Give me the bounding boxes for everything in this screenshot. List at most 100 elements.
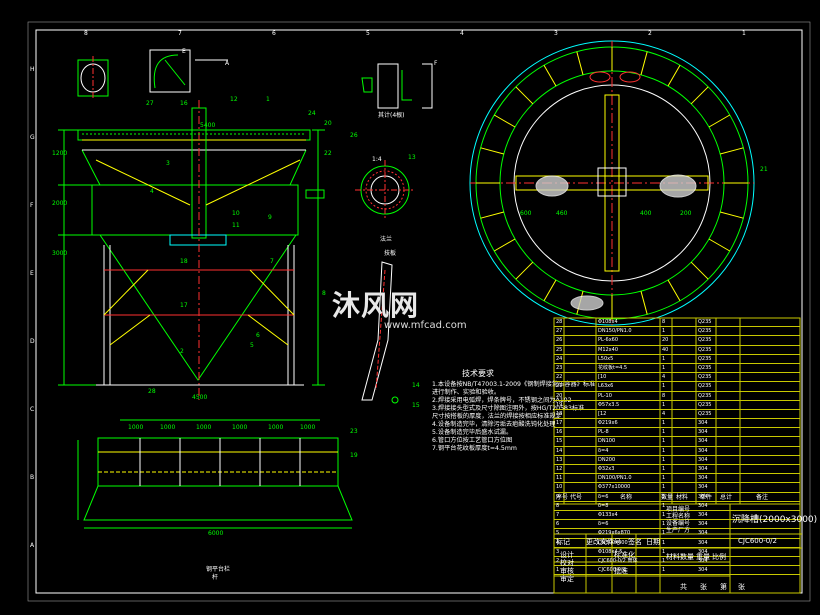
bom-cell: 15 xyxy=(556,438,563,445)
bom-cell: 1 xyxy=(556,567,560,574)
bom-cell: Φ219x6 xyxy=(598,420,618,427)
bom-cell: 27 xyxy=(556,328,563,335)
bom-cell: 1 xyxy=(662,475,666,482)
bom-cell: 304 xyxy=(698,429,708,436)
bom-cell: 6 xyxy=(556,521,560,528)
bom-cell: DN200 xyxy=(598,456,616,463)
role-cell: 审核 xyxy=(560,567,574,575)
dimension: 4500 xyxy=(192,394,208,401)
detail-scale: 1:4 xyxy=(372,156,382,163)
watermark-name: 沐风网 xyxy=(332,289,420,322)
part-number: 26 xyxy=(350,132,358,139)
sheet-cell: 第 xyxy=(720,583,727,591)
bom-cell: PL-10 xyxy=(598,392,612,399)
platform-view xyxy=(77,419,353,529)
bom-cell: M12x40 xyxy=(598,346,618,353)
bom-cell: 1 xyxy=(662,567,666,574)
technical-requirements: 技术要求 1.本设备按NB/T47003.1-2009《钢制焊接常压容器》标准 … xyxy=(432,370,595,453)
bom-cell: 1 xyxy=(662,364,666,371)
plan-view xyxy=(469,40,755,326)
bom-header-cell: 序号 xyxy=(556,494,569,501)
col-mark: 3 xyxy=(554,30,558,37)
bom-cell: 19 xyxy=(556,401,563,408)
row-mark: E xyxy=(30,270,34,277)
part-number: 8 xyxy=(322,290,326,297)
sheet-cell: 张 xyxy=(738,583,745,591)
rev-cell: 日期 xyxy=(646,538,660,546)
bom-cell: Q235 xyxy=(698,364,712,371)
dimension: 1000 xyxy=(300,424,316,431)
watermark: 沐风网 www.mfcad.com xyxy=(332,284,467,331)
bom-cell: PL-8 xyxy=(598,429,609,436)
bom-cell: 304 xyxy=(698,511,708,518)
radial-rib xyxy=(543,279,557,302)
row-mark: C xyxy=(30,406,35,413)
bom-cell: 21 xyxy=(556,383,563,390)
bom-cell: 1 xyxy=(662,466,666,472)
bom-cell: 304 xyxy=(698,447,708,454)
bom-cell: 12 xyxy=(556,466,563,472)
bom-cell: 8 xyxy=(662,392,666,399)
bom-cell: 304 xyxy=(698,438,708,445)
radial-rib xyxy=(667,64,681,87)
bom-cell: 8 xyxy=(662,319,666,325)
bom-cell: DN500x400 xyxy=(598,539,628,546)
detail-1-label: 技板 xyxy=(384,250,397,257)
bom-cell: δ=6 xyxy=(598,493,609,500)
dimension: 1000 xyxy=(128,424,144,431)
part-number: 17 xyxy=(180,302,188,309)
bom-cell: Q235 xyxy=(698,337,712,344)
section-label-f: F xyxy=(434,60,438,67)
dimension: 400 xyxy=(640,210,652,217)
dimension: 1000 xyxy=(268,424,284,431)
part-number: 9 xyxy=(268,214,272,221)
bom-cell: 24 xyxy=(556,355,563,362)
bom-header-cell: 备注 xyxy=(756,494,769,501)
std-cell: 批准 xyxy=(614,567,628,575)
bom-cell: 20 xyxy=(556,392,563,399)
weight-cell: 重量 xyxy=(696,553,710,561)
notes-heading: 技术要求 xyxy=(462,369,494,378)
col-mark: 7 xyxy=(178,30,182,37)
rev-cell: 标记 xyxy=(556,538,570,546)
detail-a-view xyxy=(77,49,228,100)
bom-cell: 23 xyxy=(556,364,563,371)
weight-cell: 数量 xyxy=(680,553,694,561)
bom-cell: 1 xyxy=(662,493,666,500)
bom-cell: 40 xyxy=(662,346,669,353)
bom-cell: Q235 xyxy=(698,401,712,408)
row-mark: B xyxy=(30,474,35,481)
angle-details xyxy=(361,63,433,109)
bom-cell: 1 xyxy=(662,438,666,445)
bom-cell: 1 xyxy=(662,328,666,335)
part-number: 22 xyxy=(324,150,332,157)
bom-cell: 20 xyxy=(662,337,669,344)
part-number: 7 xyxy=(270,258,274,265)
bom-cell: Q235 xyxy=(698,374,712,381)
row-mark: D xyxy=(30,338,35,345)
bom-header-cell: 总计 xyxy=(720,494,733,501)
bom-header-cell: 代号 xyxy=(570,494,583,501)
row-mark: G xyxy=(30,134,35,141)
col-mark: 6 xyxy=(272,30,276,37)
bom-cell: CJC600-0/1 xyxy=(598,567,626,574)
bom-cell: δ=8 xyxy=(598,502,609,509)
bom-cell: 1 xyxy=(662,548,666,555)
section-label-a: A xyxy=(225,60,230,67)
bom-cell: 1 xyxy=(662,447,666,454)
drawing-code: CJC600-0/2 xyxy=(738,537,777,545)
bom-cell: 1 xyxy=(662,383,666,390)
bom-cell: 花纹板t=4.5 xyxy=(598,364,628,371)
tb-project: 项目编号 xyxy=(666,506,691,513)
radial-rib xyxy=(708,114,731,128)
bom-cell: 10 xyxy=(556,484,563,491)
